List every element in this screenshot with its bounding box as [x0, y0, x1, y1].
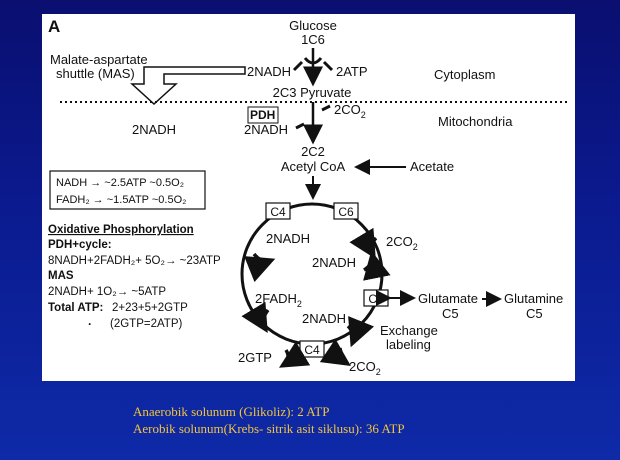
glutamate-carbon-label: C5: [442, 306, 459, 321]
caption: Anaerobik solunum (Glikoliz): 2 ATP Aero…: [133, 403, 405, 437]
pdh-cycle-equation: 8NADH+2FADH₂+ 5O₂→ ~23ATP: [48, 255, 221, 267]
glucose-label: Glucose: [289, 18, 337, 33]
nadh-3-release-arrow: [346, 316, 375, 348]
atp-yield-box: [49, 170, 206, 210]
pdh-cycle-label: PDH+cycle:: [48, 239, 112, 251]
pdh-nadh-label: 2NADH: [244, 122, 288, 137]
bullet-mark: ·: [88, 317, 92, 331]
c4-top-label: C4: [270, 205, 286, 219]
glucose-carbon-label: 1C6: [301, 32, 325, 47]
exchange-label: Exchange: [380, 323, 438, 338]
pdh-side-arrows: [295, 104, 331, 130]
c6-box: [333, 202, 359, 220]
cycle-co2-1-label: 2CO2: [386, 234, 418, 252]
cytoplasm-label: Cytoplasm: [434, 67, 495, 82]
cycle-co2-2-label: 2CO2: [349, 359, 381, 377]
c6-label: C6: [338, 205, 354, 219]
labeling-label: labeling: [386, 337, 431, 352]
acetate-label: Acetate: [410, 159, 454, 174]
acetyl-coa-label: Acetyl CoA: [281, 159, 346, 174]
nadh-1-release-arrow: [244, 252, 276, 283]
fadh-yield-text: FADH₂ → ~1.5ATP ~0.5O₂: [56, 194, 186, 206]
atp-glycolysis-label: 2ATP: [336, 64, 368, 79]
gtp-label: 2GTP: [238, 350, 272, 365]
gtp-release-arrow: [278, 341, 311, 368]
acetyl-carbon-label: 2C2: [301, 144, 325, 159]
glycolysis-curl-arrow: [303, 57, 323, 65]
pyruvate-label: 2C3 Pyruvate: [273, 85, 352, 100]
pdh-label: PDH: [250, 108, 275, 122]
mas-label-line2: shuttle (MAS): [56, 66, 135, 81]
glutamine-label: Glutamine: [504, 291, 563, 306]
c5-label: C5: [368, 292, 384, 306]
nadh-yield-text: NADH → ~2.5ATP ~0.5O₂: [56, 177, 184, 189]
nadh-glycolysis-label: 2NADH: [247, 64, 291, 79]
cycle-nadh-1-label: 2NADH: [266, 231, 310, 246]
panel-letter: A: [48, 17, 60, 36]
cycle-nadh-2-label: 2NADH: [312, 255, 356, 270]
total-atp-label: Total ATP:: [48, 302, 103, 314]
fadh-release-arrow: [241, 301, 270, 334]
mitochondria-label: Mitochondria: [438, 114, 513, 129]
mas-label-line1: Malate-aspartate: [50, 52, 148, 67]
glutamine-carbon-label: C5: [526, 306, 543, 321]
oxphos-title: Oxidative Phosphorylation: [48, 224, 194, 236]
mas-oxphos-label: MAS: [48, 270, 74, 282]
mito-nadh-label: 2NADH: [132, 122, 176, 137]
c4-top-box: [265, 202, 291, 220]
pdh-box: [247, 106, 279, 124]
glutamate-label: Glutamate: [418, 291, 478, 306]
pdh-co2-label: 2CO2: [334, 102, 366, 120]
caption-line-anaerobic: Anaerobik solunum (Glikoliz): 2 ATP: [133, 404, 330, 419]
co2-2-release-arrow: [319, 338, 351, 366]
mas-shuttle-arrow: [130, 66, 246, 106]
glycolysis-side-arrows: [292, 60, 334, 72]
caption-line-aerobic: Aerobik solunum(Krebs- sitrik asit siklu…: [133, 421, 405, 436]
cycle-nadh-3-label: 2NADH: [302, 311, 346, 326]
c4-bottom-label: C4: [304, 343, 320, 357]
metabolism-diagram: A Glucose 1C6 Malate-aspartate shuttle (…: [48, 17, 567, 377]
total-atp-equation: 2+23+5+2GTP: [112, 302, 188, 314]
pathway-figure: A Glucose 1C6 Malate-aspartate shuttle (…: [42, 14, 575, 381]
mas-equation: 2NADH+ 1O₂→ ~5ATP: [48, 286, 166, 298]
gtp-equivalence-note: (2GTP=2ATP): [110, 318, 182, 330]
cycle-fadh-label: 2FADH2: [255, 291, 302, 309]
nadh-2-release-arrow: [363, 250, 391, 281]
